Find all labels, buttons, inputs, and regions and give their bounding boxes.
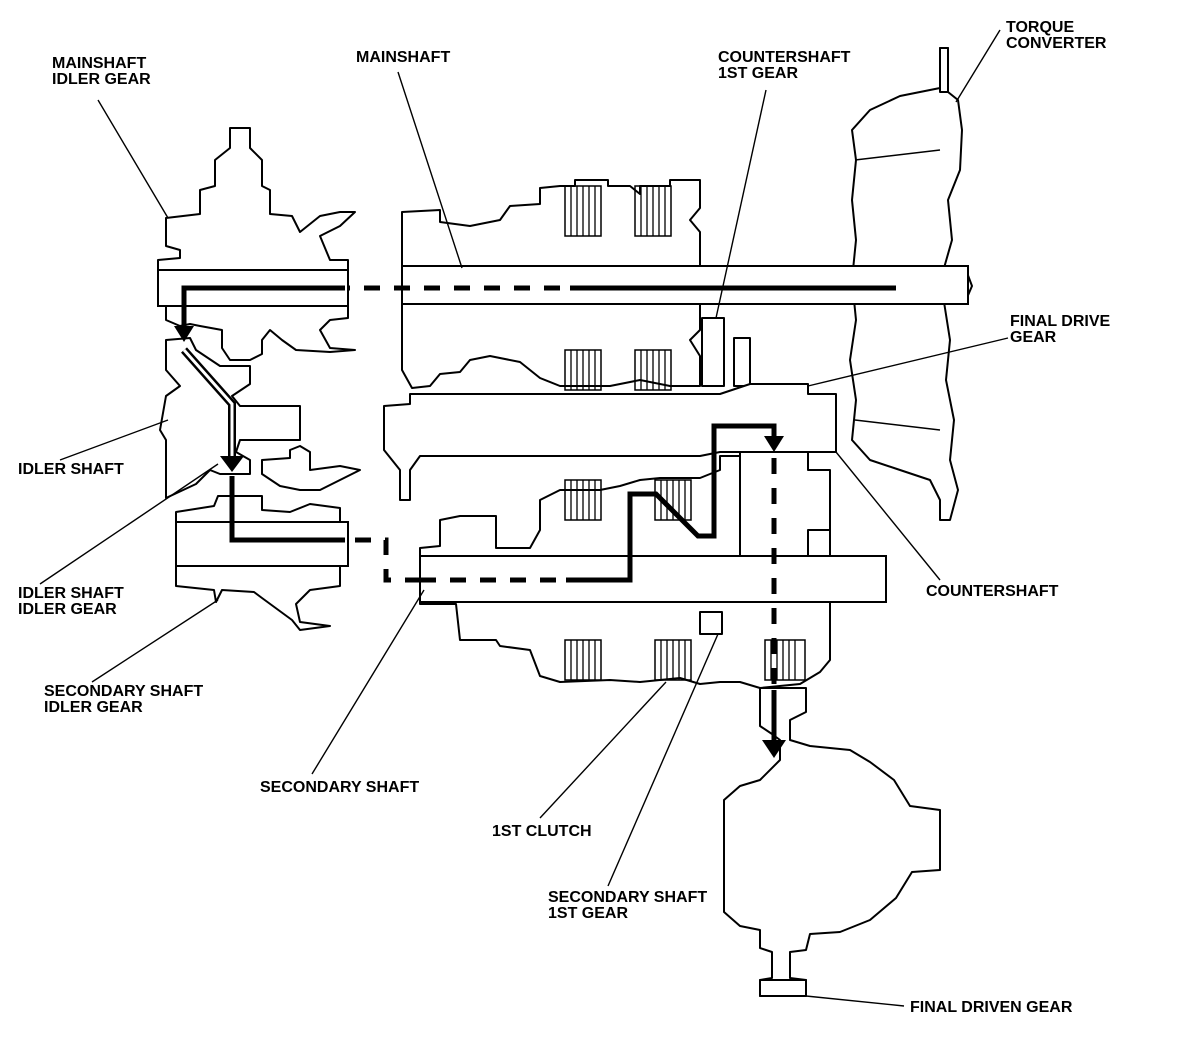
- leader-idler-shaft: [59, 419, 169, 461]
- label-mainshaft: MAINSHAFT: [356, 49, 450, 66]
- label-idler-shaft-idler-gear: IDLER SHAFT IDLER GEAR: [18, 585, 128, 618]
- label-countershaft-1st-gear: COUNTERSHAFT 1ST GEAR: [718, 49, 855, 82]
- leader-torque-converter: [955, 29, 1001, 103]
- leader-countershaft: [835, 451, 941, 581]
- leader-secondary-shaft-idler-gear: [91, 599, 219, 683]
- countershaft-assembly: [383, 383, 837, 557]
- label-mainshaft-idler-gear: MAINSHAFT IDLER GEAR: [52, 55, 151, 88]
- leader-final-drive-gear: [807, 337, 1009, 387]
- label-final-driven-gear: FINAL DRIVEN GEAR: [910, 999, 1073, 1016]
- leader-final-driven-gear: [805, 995, 905, 1007]
- mainshaft-assembly: [157, 127, 969, 391]
- label-secondary-shaft: SECONDARY SHAFT: [260, 779, 419, 796]
- secondary-shaft-assembly: [175, 455, 887, 689]
- label-torque-converter: TORQUE CONVERTER: [1006, 19, 1107, 52]
- label-countershaft: COUNTERSHAFT: [926, 583, 1059, 600]
- leader-1st-clutch: [539, 681, 667, 819]
- mainshaft-gear-teeth: [564, 185, 672, 391]
- leader-mainshaft: [397, 71, 463, 269]
- label-final-drive-gear: FINAL DRIVE GEAR: [1010, 313, 1115, 346]
- power-flow-path: [174, 285, 896, 758]
- label-1st-clutch: 1ST CLUTCH: [492, 823, 592, 840]
- differential-final-driven-gear: [723, 687, 941, 997]
- label-secondary-shaft-idler-gear: SECONDARY SHAFT IDLER GEAR: [44, 683, 208, 716]
- leader-countershaft-1st-gear: [715, 89, 767, 319]
- label-idler-shaft: IDLER SHAFT: [18, 461, 124, 478]
- leader-secondary-shaft: [311, 589, 425, 775]
- leader-lines: [39, 29, 1009, 1007]
- leader-mainshaft-idler-gear: [97, 99, 169, 219]
- leader-secondary-shaft-1st-gear: [607, 633, 719, 887]
- label-secondary-shaft-1st-gear: SECONDARY SHAFT 1ST GEAR: [548, 889, 712, 922]
- labels: MAINSHAFT IDLER GEAR MAINSHAFT COUNTERSH…: [18, 19, 1115, 1016]
- leader-idler-shaft-idler-gear: [39, 463, 219, 585]
